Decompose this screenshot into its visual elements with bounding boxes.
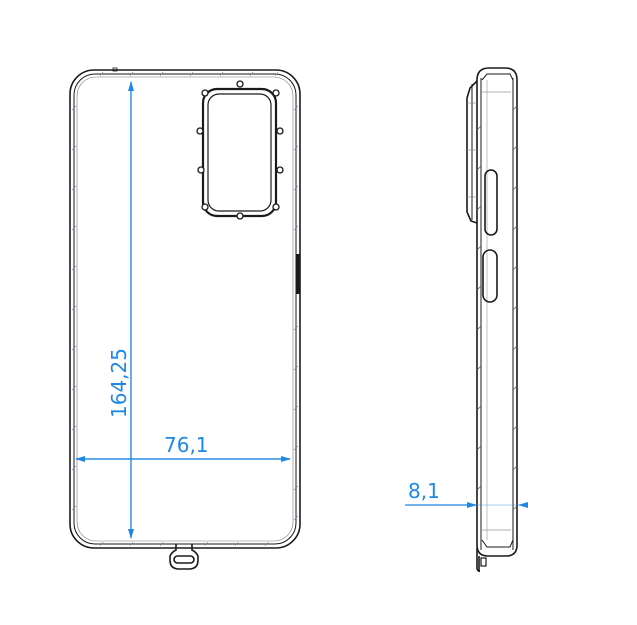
volume-button-cutout <box>484 169 498 236</box>
rim-hatching <box>71 71 299 547</box>
side-view <box>466 67 518 572</box>
camera-cutout <box>196 80 284 220</box>
camera-bump-profile <box>466 80 478 224</box>
power-button-cutout <box>482 249 498 303</box>
thickness-dimension-label: 8,1 <box>408 479 440 503</box>
side-button-mark <box>296 254 300 294</box>
back-view: 164,25 76,1 <box>69 67 301 570</box>
width-dimension: 76,1 <box>75 433 291 462</box>
case-inner-outline <box>73 73 297 545</box>
top-notch-mark <box>112 67 118 72</box>
camera-mount-dots <box>196 80 284 220</box>
side-top-bevel <box>481 73 514 81</box>
case-rim-line <box>76 76 294 542</box>
side-bottom-bevel <box>481 539 514 548</box>
height-dimension: 164,25 <box>107 81 134 539</box>
width-dimension-label: 76,1 <box>164 433 209 457</box>
case-outer-outline <box>69 69 301 549</box>
height-dimension-label: 164,25 <box>107 348 131 418</box>
side-outer-profile <box>476 67 518 557</box>
thickness-dimension: 8,1 <box>405 479 528 508</box>
side-hatching <box>476 105 518 511</box>
bottom-port-loop <box>169 544 199 570</box>
